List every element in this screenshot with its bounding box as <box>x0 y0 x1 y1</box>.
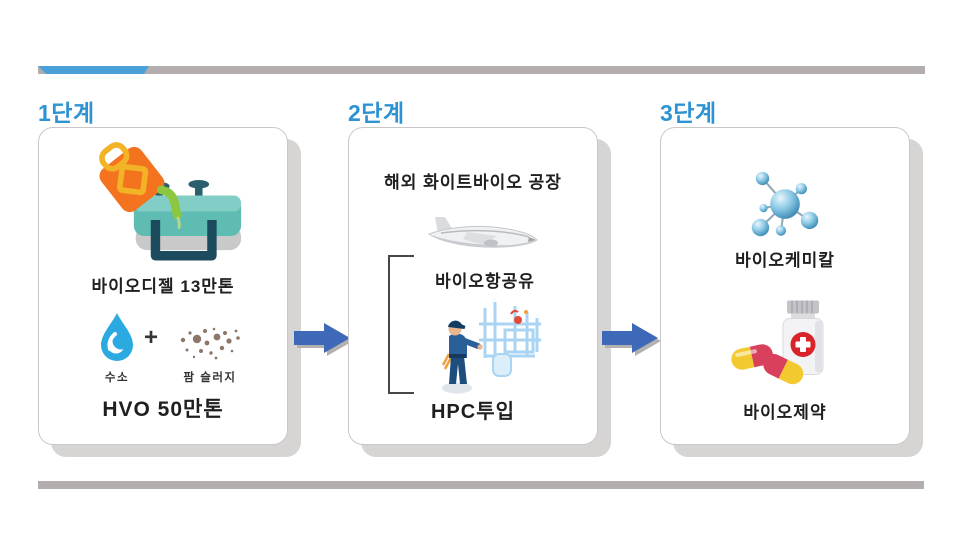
biochemical-label: 바이오케미칼 <box>735 251 835 270</box>
palm-sludge-dots-icon <box>180 327 240 360</box>
biopharma-label: 바이오제약 <box>743 403 827 422</box>
worker-pipes-icon <box>441 302 541 394</box>
medicine-bottle-capsules-icon <box>731 300 824 385</box>
stage-2-column: 2단계 해외 화이트바이오 공장 바이오항공유 <box>348 94 598 445</box>
stage-1-title: 1단계 <box>38 100 95 126</box>
molecule-icon <box>751 171 819 237</box>
arrow-right-icon <box>602 323 661 356</box>
bracket-connector <box>388 255 414 394</box>
bottom-divider-bar <box>38 481 924 489</box>
stage-2-title: 2단계 <box>348 100 405 126</box>
stage-2-card: 해외 화이트바이오 공장 바이오항공유 <box>348 127 598 445</box>
airplane-icon <box>427 217 538 248</box>
bio-jet-fuel-label: 바이오항공유 <box>435 272 535 291</box>
stage-1-column: 1단계 <box>38 94 288 445</box>
top-divider-accent <box>38 66 149 74</box>
stage-1-card: 바이오디젤 13만톤 수소 + 팜 슬러지 HV <box>38 127 288 445</box>
arrow-right-icon <box>294 323 353 356</box>
stage-3-card: 바이오케미칼 바이오제약 <box>660 127 910 445</box>
overseas-factory-label: 해외 화이트바이오 공장 <box>384 173 562 192</box>
water-drop-icon <box>101 313 133 361</box>
fuel-can-tank-icon <box>99 142 242 261</box>
top-divider-bar <box>38 66 925 74</box>
biodiesel-label: 바이오디젤 13만톤 <box>91 277 235 296</box>
hydrogen-label: 수소 <box>104 372 130 384</box>
hvo-label: HVO 50만톤 <box>102 398 224 421</box>
hpc-label: HPC투입 <box>430 401 516 423</box>
stage-3-column: 3단계 <box>660 94 910 445</box>
palm-sludge-label: 팜 슬러지 <box>183 372 237 384</box>
stage-3-title: 3단계 <box>660 100 717 126</box>
plus-sign: + <box>144 324 159 351</box>
